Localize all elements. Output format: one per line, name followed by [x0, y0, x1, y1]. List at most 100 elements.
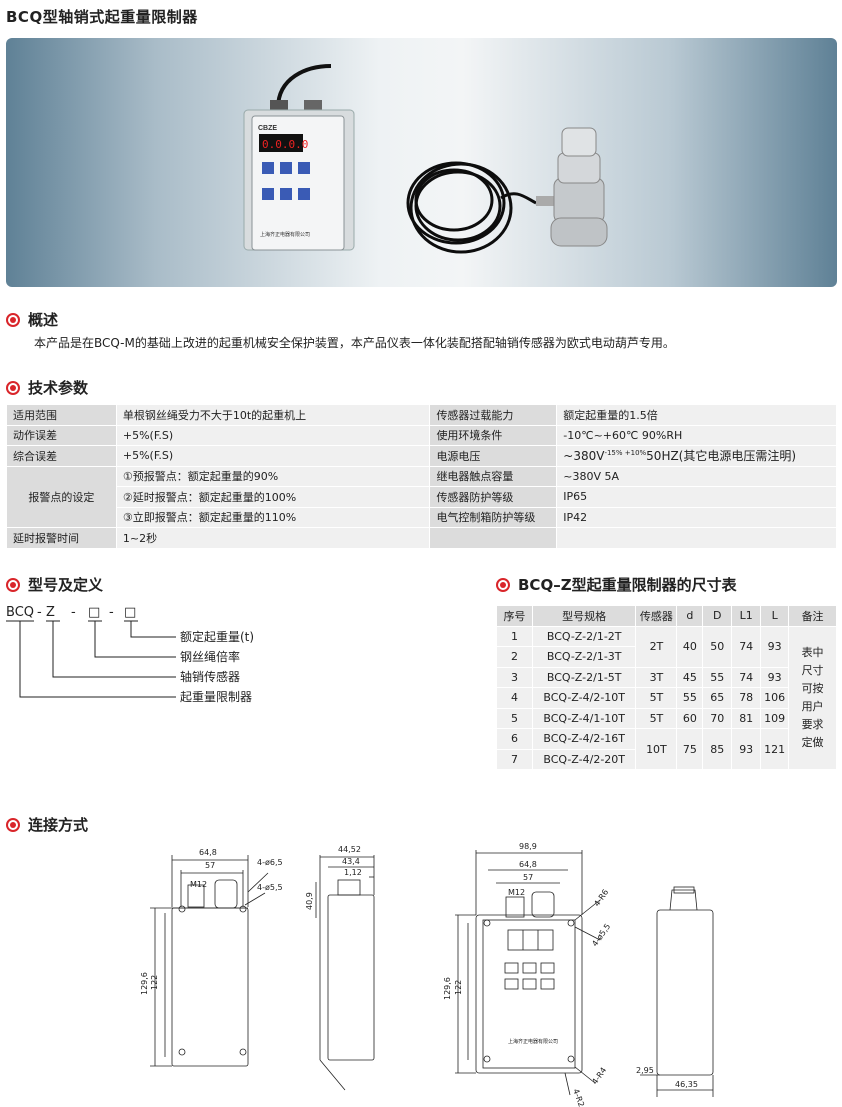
technical-drawings: 64,8 57 4-ø6,5 4-ø5,5 M12 129,6 122 44,5… [0, 835, 842, 1107]
column-header: d [676, 605, 704, 627]
dim-label: 44,52 [338, 845, 361, 854]
dim-label: 2,95 [636, 1066, 654, 1075]
spec-label: 传感器防护等级 [429, 486, 558, 508]
cell-sensor: 5T [635, 707, 678, 729]
spec-label: 综合误差 [6, 445, 117, 467]
bullet-icon [6, 312, 20, 327]
dim-label: 4-ø5,5 [257, 883, 283, 892]
cell-D: 55 [702, 666, 733, 688]
dim-label: 129,6 [443, 977, 452, 1000]
spec-value: ②延时报警点：额定起重量的100% [115, 486, 431, 508]
cell-D: 85 [702, 728, 733, 770]
model-def: 额定起重量(t) [180, 629, 254, 644]
section-overview-heading: 概述 [6, 309, 58, 330]
column-header: 型号规格 [531, 605, 637, 627]
column-header: L1 [731, 605, 762, 627]
dim-label: 4-R4 [590, 1066, 608, 1086]
spec-value: 额定起重量的1.5倍 [556, 404, 837, 426]
spec-value-voltage: ~380V-15% +10%50HZ(其它电源电压需注明) [556, 445, 837, 467]
dimension-table: 序号 型号规格 传感器 d D L1 L 备注 1 BCQ-Z-2/1-2T 2… [496, 605, 837, 770]
cell-sensor: 10T [635, 728, 678, 770]
code-part: BCQ [6, 605, 34, 620]
dim-label: 57 [205, 861, 215, 870]
column-header: 序号 [496, 605, 533, 627]
cell-model: BCQ-Z-4/2-10T [531, 687, 637, 709]
cell-model: BCQ-Z-2/1-3T [531, 646, 637, 668]
cell-no: 1 [496, 625, 533, 647]
table-row: 4 BCQ-Z-4/2-10T 5T 55 65 78 106 [496, 687, 837, 709]
cell-d: 55 [676, 687, 704, 709]
cell-d: 60 [676, 707, 704, 729]
code-part: - [71, 605, 76, 620]
cell-L1: 74 [731, 625, 762, 668]
note-line: 尺寸 [801, 663, 824, 677]
bullet-icon [496, 577, 510, 592]
voltage-tolerance: -15% +10% [604, 449, 647, 458]
cell-D: 70 [702, 707, 733, 729]
note-line: 可按 [801, 681, 824, 695]
spec-value: IP65 [556, 486, 837, 508]
table-row: 7 BCQ-Z-4/2-20T [496, 748, 837, 770]
spec-label: 报警点的设定 [6, 465, 117, 528]
dim-label: 98,9 [519, 842, 537, 851]
section-title: 概述 [28, 311, 59, 329]
model-def: 起重量限制器 [180, 690, 252, 704]
spec-label [429, 527, 558, 549]
table-header-row: 序号 型号规格 传感器 d D L1 L 备注 [496, 605, 837, 627]
code-part: - [109, 605, 114, 620]
cell-no: 4 [496, 687, 533, 709]
voltage-main: ~380V [563, 449, 605, 464]
cell-L: 106 [760, 687, 790, 709]
cell-model: BCQ-Z-4/2-16T [531, 728, 637, 750]
cell-sensor: 3T [635, 666, 678, 688]
cell-D: 65 [702, 687, 733, 709]
dim-label: 57 [523, 873, 533, 882]
spec-value: ①预报警点：额定起重量的90% [115, 465, 431, 487]
dim-label: 4-ø6,5 [257, 858, 283, 867]
spec-label: 延时报警时间 [6, 527, 117, 549]
spec-label: 电气控制箱防护等级 [429, 506, 558, 528]
note-line: 要求 [801, 717, 824, 731]
overview-text: 本产品是在BCQ-M的基础上改进的起重机械安全保护装置，本产品仪表一体化装配搭配… [34, 336, 675, 350]
code-part: □ [88, 605, 100, 620]
spec-value [556, 527, 837, 549]
cell-L: 93 [760, 666, 790, 688]
dim-label: 64,8 [199, 848, 217, 857]
dim-label: 4-ø5,5 [590, 922, 612, 948]
spec-value: 1~2秒 [115, 527, 431, 549]
column-header: L [760, 605, 790, 627]
dim-label: M12 [190, 880, 207, 889]
dim-label: 129,6 [140, 972, 149, 995]
cell-d: 75 [676, 728, 704, 770]
spec-label: 传感器过载能力 [429, 404, 558, 426]
section-dim-heading: BCQ–Z型起重量限制器的尺寸表 [496, 574, 737, 595]
company-label: 上海齐正电器有限公司 [260, 231, 310, 238]
dim-label: 上海齐正电器有限公司 [508, 1038, 558, 1045]
column-header: 备注 [788, 605, 837, 627]
model-def: 钢丝绳倍率 [180, 649, 240, 664]
table-row: 3 BCQ-Z-2/1-5T 3T 45 55 74 93 [496, 666, 837, 688]
table-row: 动作误差 +5%(F.S) 使用环境条件 -10℃~+60℃ 90%RH [6, 424, 837, 446]
section-model-heading: 型号及定义 [6, 574, 103, 595]
dim-label: 4-R2,75 [571, 1088, 590, 1107]
spec-value: ③立即报警点：额定起重量的110% [115, 506, 431, 528]
cell-no: 2 [496, 646, 533, 668]
spec-value: +5%(F.S) [115, 445, 431, 467]
cell-L: 109 [760, 707, 790, 729]
cell-model: BCQ-Z-2/1-2T [531, 625, 637, 647]
bullet-icon [6, 380, 20, 395]
table-row: 5 BCQ-Z-4/1-10T 5T 60 70 81 109 [496, 707, 837, 729]
page-title: BCQ型轴销式起重量限制器 [6, 8, 198, 26]
cell-L1: 78 [731, 687, 762, 709]
cell-L: 93 [760, 625, 790, 668]
table-row: ③立即报警点：额定起重量的110% 电气控制箱防护等级 IP42 [7, 506, 837, 528]
table-row: 适用范围 单根钢丝绳受力不大于10t的起重机上 传感器过载能力 额定起重量的1.… [6, 404, 837, 426]
code-part: □ [124, 605, 136, 620]
note-line: 定做 [801, 735, 824, 749]
model-diagram: BCQ - Z - □ - □ 额定起重量(t) 钢丝绳倍率 轴销传感器 起重量… [6, 600, 306, 710]
dim-label: 122 [454, 980, 463, 995]
dim-label: 43,4 [342, 857, 360, 866]
table-row: 延时报警时间 1~2秒 [6, 527, 837, 549]
dim-label: 122 [150, 975, 159, 990]
section-title: BCQ–Z型起重量限制器的尺寸表 [518, 576, 737, 594]
